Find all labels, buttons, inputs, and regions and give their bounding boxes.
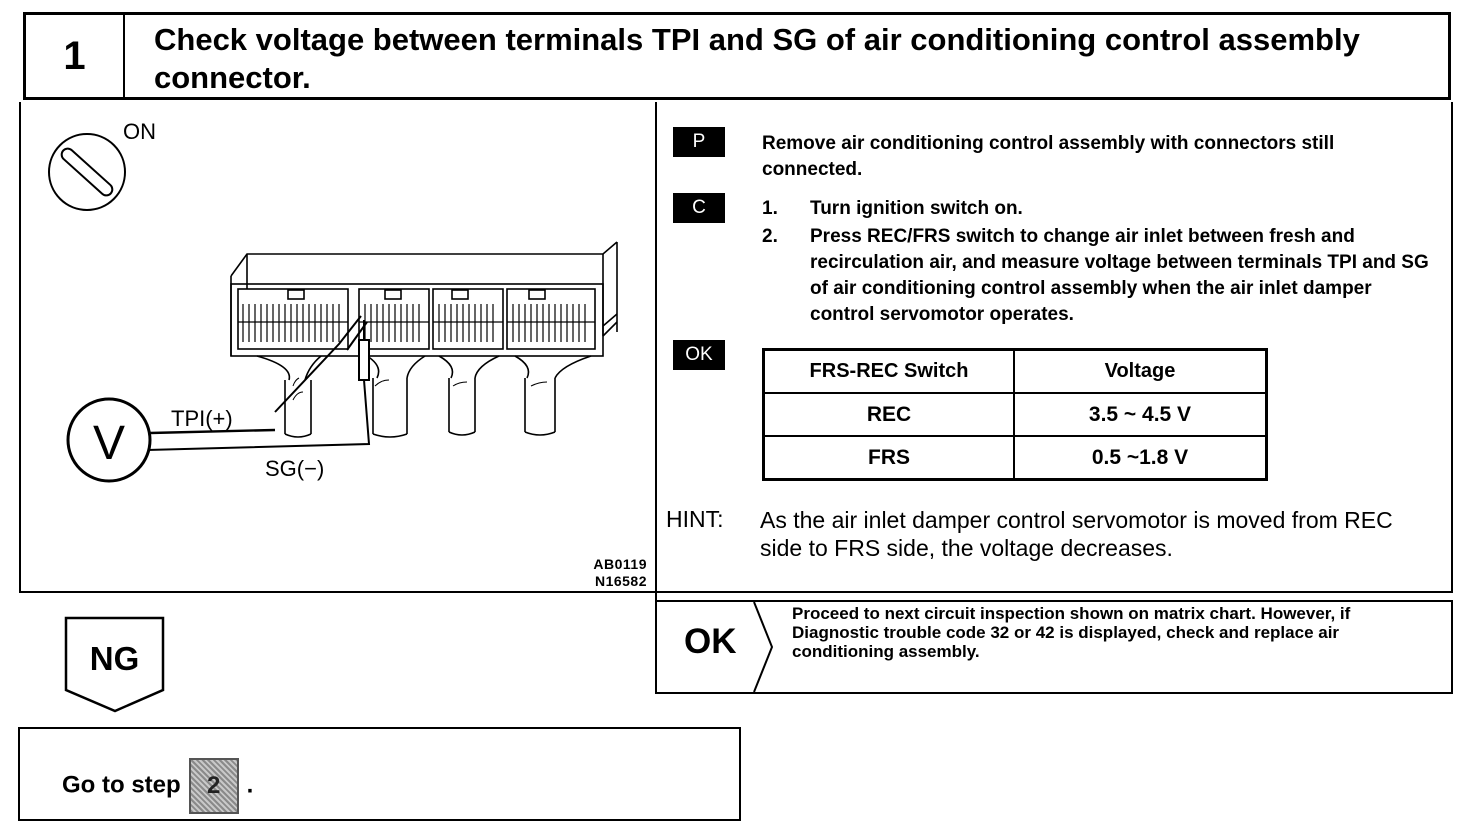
table-cell: FRS: [762, 435, 1015, 481]
preparation-tag: P: [673, 127, 725, 157]
list-item: 2.Press REC/FRS switch to change air inl…: [762, 226, 1429, 325]
check-steps: 1.Turn ignition switch on. 2.Press REC/F…: [762, 196, 1438, 328]
step-title: Check voltage between terminals TPI and …: [154, 22, 1360, 95]
ok-result-label: OK: [684, 622, 737, 661]
hint-label: HINT:: [666, 506, 724, 532]
ok-result-box: [655, 600, 1453, 694]
ng-arrow-icon: [64, 616, 165, 713]
step-header: 1 Check voltage between terminals TPI an…: [23, 12, 1451, 100]
voltmeter-icon: V: [66, 397, 276, 483]
column-header: Voltage: [1013, 348, 1268, 394]
step-body: [19, 102, 1453, 593]
table-header-row: FRS-REC Switch Voltage: [762, 348, 1268, 394]
sg-label: SG(−): [265, 456, 324, 481]
tpi-label: TPI(+): [171, 406, 233, 431]
table-row: REC 3.5 ~ 4.5 V: [762, 392, 1268, 437]
arrow-divider-icon: [753, 601, 774, 693]
wiring-diagram: V ON TPI(+) SG(−) AB0119 N16582: [21, 104, 653, 591]
column-header: FRS-REC Switch: [762, 348, 1015, 394]
voltage-table: FRS-REC Switch Voltage REC 3.5 ~ 4.5 V F…: [762, 348, 1268, 481]
goto-suffix: .: [246, 771, 254, 799]
figure-code: AB0119: [593, 556, 647, 572]
goto-prefix: Go to step: [62, 771, 181, 799]
column-divider: [655, 102, 657, 600]
ok-result-text: Proceed to next circuit inspection shown…: [792, 604, 1351, 661]
check-tag: C: [673, 193, 725, 223]
meter-label: V: [93, 417, 125, 470]
step-number: 1: [26, 15, 125, 97]
table-row: FRS 0.5 ~1.8 V: [762, 435, 1268, 481]
table-cell: 3.5 ~ 4.5 V: [1013, 392, 1268, 437]
goto-step-box: [18, 727, 741, 821]
test-probes: [146, 315, 371, 451]
table-cell: REC: [762, 392, 1015, 437]
ok-tag: OK: [673, 340, 725, 370]
preparation-text: Remove air conditioning control assembly…: [762, 133, 1335, 180]
ignition-switch-icon: [48, 133, 126, 211]
goto-step-link[interactable]: 2: [188, 758, 239, 814]
figure-code: N16582: [594, 573, 647, 589]
table-cell: 0.5 ~1.8 V: [1013, 435, 1268, 481]
switch-on-label: ON: [123, 119, 156, 144]
connector-icon: [230, 241, 618, 438]
list-item: 1.Turn ignition switch on.: [762, 198, 1023, 219]
hint-text: As the air inlet damper control servomot…: [760, 507, 1393, 561]
ng-label: NG: [89, 640, 140, 677]
